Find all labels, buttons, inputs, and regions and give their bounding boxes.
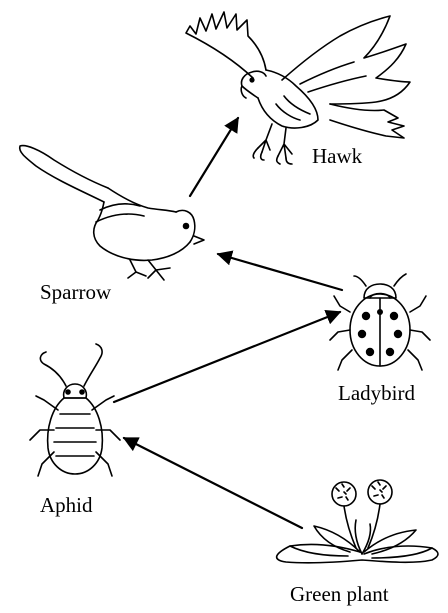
ladybird-label: Ladybird	[338, 383, 415, 404]
green-plant-label: Green plant	[290, 584, 389, 605]
sparrow-label: Sparrow	[40, 282, 111, 303]
arrow-green-plant-to-aphid	[124, 438, 302, 528]
aphid-icon	[30, 344, 120, 476]
arrow-sparrow-to-hawk	[190, 118, 238, 196]
green-plant-icon	[277, 480, 438, 563]
arrow-aphid-to-ladybird	[114, 312, 340, 402]
ladybird-icon	[330, 274, 430, 370]
sparrow-icon	[20, 146, 204, 280]
arrow-ladybird-to-sparrow	[218, 254, 342, 290]
hawk-label: Hawk	[312, 146, 362, 167]
aphid-label: Aphid	[40, 495, 93, 516]
hawk-icon	[186, 12, 410, 164]
